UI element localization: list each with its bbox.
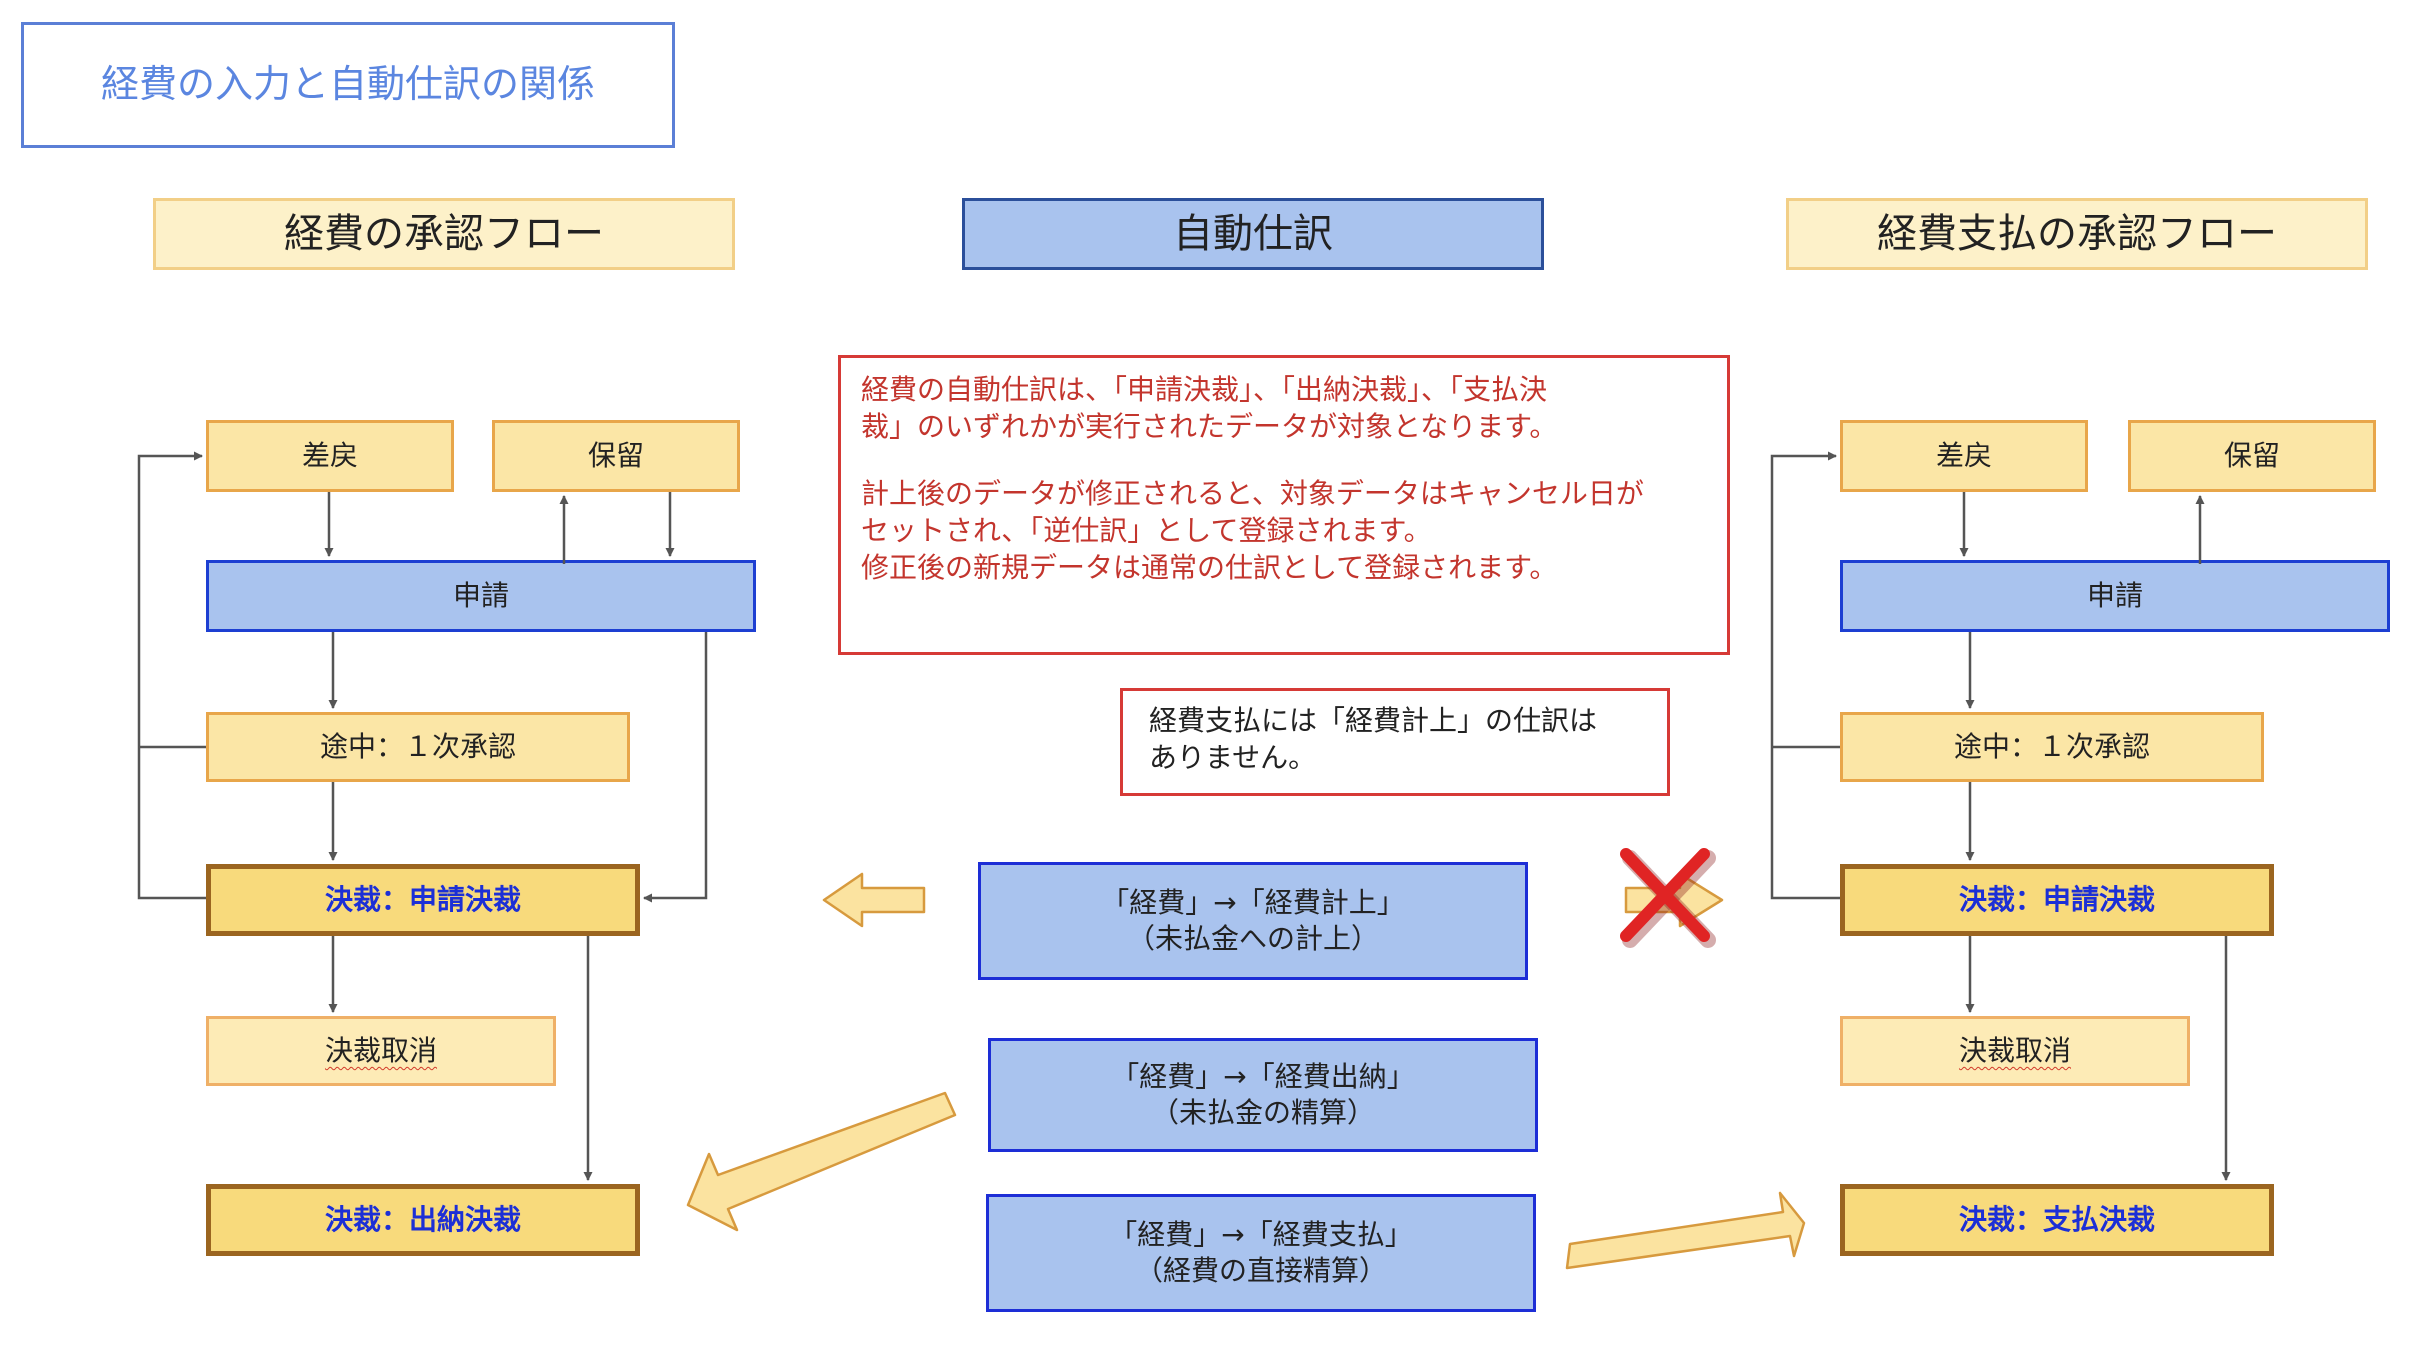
note-line: 裁」のいずれかが実行されたデータが対象となります。 [861,409,1558,443]
connector-arrow [137,451,206,900]
journal-keijo-box: 「経費」→「経費計上」 （未払金への計上） [978,862,1528,980]
right-horyu-label: 保留 [2223,439,2280,473]
journal-shiharai-line-2: （経費の直接精算） [1134,1254,1387,1287]
left-tochu-label: 途中：１次承認 [319,730,516,764]
header-auto-journal: 自動仕訳 [962,198,1544,270]
header-expense-approval-flow-text: 経費の承認フロー [284,211,604,257]
payment-note: 経費支払には「経費計上」の仕訳は ありません。 [1120,688,1670,796]
journal-shiharai-box: 「経費」→「経費支払」 （経費の直接精算） [986,1194,1536,1312]
left-kessai-torikeshi-box: 決裁取消 [206,1016,556,1086]
left-sashimodoshi-box: 差戻 [206,420,454,492]
left-horyu-label: 保留 [587,439,644,473]
journal-suino-box: 「経費」→「経費出納」 （未払金の精算） [988,1038,1538,1152]
right-kessai-torikeshi-label: 決裁取消 [1958,1034,2071,1068]
left-tochu-box: 途中：１次承認 [206,712,630,782]
note-line: 経費の自動仕訳は、「申請決裁」、「出納決裁」、「支払決 [861,373,1548,406]
right-sashimodoshi-label: 差戻 [1935,439,1992,473]
left-horyu-box: 保留 [492,420,740,492]
right-tochu-label: 途中：１次承認 [1953,730,2150,764]
left-sashimodoshi-label: 差戻 [301,439,358,473]
header-expense-approval-flow: 経費の承認フロー [153,198,735,270]
header-payment-approval-flow: 経費支払の承認フロー [1786,198,2368,270]
right-tochu-box: 途中：１次承認 [1840,712,2264,782]
note-paragraph-1: 経費の自動仕訳は、「申請決裁」、「出納決裁」、「支払決 裁」のいずれかが実行され… [861,372,1707,446]
left-shinsei-box: 申請 [206,560,756,632]
block-arrow-shiharai-to-right [1565,1191,1806,1270]
auto-journal-note: 経費の自動仕訳は、「申請決裁」、「出納決裁」、「支払決 裁」のいずれかが実行され… [838,355,1730,655]
connector-arrow [1770,451,1840,900]
payment-note-line: ありません。 [1149,740,1317,774]
journal-keijo-line-1: 「経費」→「経費計上」 [1101,885,1405,919]
diagram-title: 経費の入力と自動仕訳の関係 [21,22,675,148]
left-kessai-shinsei-label: 決裁：申請決裁 [324,883,521,917]
left-kessai-suino-label: 決裁：出納決裁 [324,1203,521,1237]
note-line: セットされ、「逆仕訳」として登録されます。 [861,513,1432,547]
block-arrow-keijo-to-right-crossed [1624,872,1724,928]
right-sashimodoshi-box: 差戻 [1840,420,2088,492]
journal-keijo-line-2: （未払金への計上） [1126,922,1379,955]
note-line: 計上後のデータが修正されると、対象データはキャンセル日が [861,476,1644,510]
header-payment-approval-flow-text: 経費支払の承認フロー [1877,211,2277,257]
left-kessai-shinsei-box: 決裁：申請決裁 [206,864,640,936]
header-auto-journal-text: 自動仕訳 [1173,211,1333,257]
right-shinsei-label: 申請 [2086,579,2143,613]
block-arrow-suino-to-left [686,1091,957,1232]
left-shinsei-label: 申請 [452,579,509,613]
block-arrow-keijo-to-left [822,872,926,928]
right-horyu-box: 保留 [2128,420,2376,492]
connector-arrow [643,632,708,903]
note-line: 修正後の新規データは通常の仕訳として登録されます。 [861,550,1558,584]
right-kessai-shinsei-box: 決裁：申請決裁 [1840,864,2274,936]
note-paragraph-2: 計上後のデータが修正されると、対象データはキャンセル日が セットされ、「逆仕訳」… [861,476,1707,587]
right-kessai-shiharai-label: 決裁：支払決裁 [1958,1203,2155,1237]
left-kessai-suino-box: 決裁：出納決裁 [206,1184,640,1256]
right-kessai-torikeshi-box: 決裁取消 [1840,1016,2190,1086]
cross-icon [1620,848,1716,948]
journal-shiharai-line-1: 「経費」→「経費支払」 [1109,1217,1413,1251]
diagram-title-text: 経費の入力と自動仕訳の関係 [100,62,595,107]
journal-suino-line-1: 「経費」→「経費出納」 [1111,1059,1415,1093]
right-shinsei-box: 申請 [1840,560,2390,632]
left-kessai-torikeshi-label: 決裁取消 [324,1034,437,1068]
journal-suino-line-2: （未払金の精算） [1150,1096,1375,1129]
right-kessai-shiharai-box: 決裁：支払決裁 [1840,1184,2274,1256]
payment-note-line: 経費支払には「経費計上」の仕訳は [1149,704,1598,737]
right-kessai-shinsei-label: 決裁：申請決裁 [1958,883,2155,917]
